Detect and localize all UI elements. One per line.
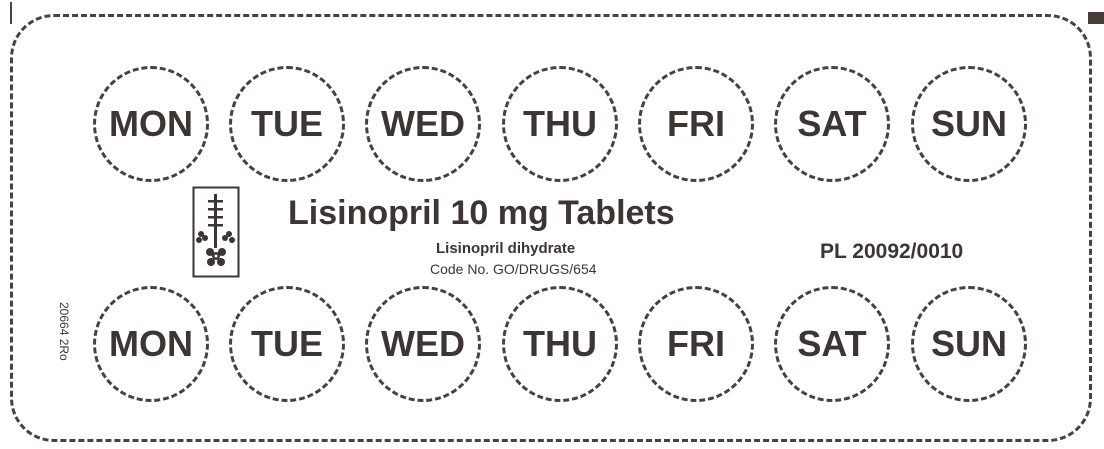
product-title: Lisinopril 10 mg Tablets — [288, 194, 675, 232]
day-circle-tue: TUE — [229, 286, 345, 402]
side-print-code: 20664 2Ro — [57, 302, 71, 361]
day-circle-sat: SAT — [774, 66, 890, 182]
day-circle-tue: TUE — [229, 66, 345, 182]
day-circle-wed: WED — [365, 286, 481, 402]
day-circle-thu: THU — [502, 66, 618, 182]
registration-tick — [10, 2, 12, 24]
day-row-top: MON TUE WED THU FRI SAT SUN — [93, 66, 1027, 182]
plant-logo-icon — [192, 186, 240, 278]
day-circle-sun: SUN — [911, 66, 1027, 182]
day-circle-sun: SUN — [911, 286, 1027, 402]
licence-number: PL 20092/0010 — [820, 240, 964, 263]
day-circle-fri: FRI — [638, 66, 754, 182]
day-circle-mon: MON — [93, 66, 209, 182]
day-circle-fri: FRI — [638, 286, 754, 402]
blister-card — [10, 14, 1092, 442]
corner-mark — [1088, 12, 1104, 24]
day-circle-sat: SAT — [774, 286, 890, 402]
day-row-bottom: MON TUE WED THU FRI SAT SUN — [93, 286, 1027, 402]
day-circle-thu: THU — [502, 286, 618, 402]
day-circle-mon: MON — [93, 286, 209, 402]
day-circle-wed: WED — [365, 66, 481, 182]
product-code: Code No. GO/DRUGS/654 — [430, 261, 597, 277]
active-ingredient: Lisinopril dihydrate — [436, 240, 576, 257]
